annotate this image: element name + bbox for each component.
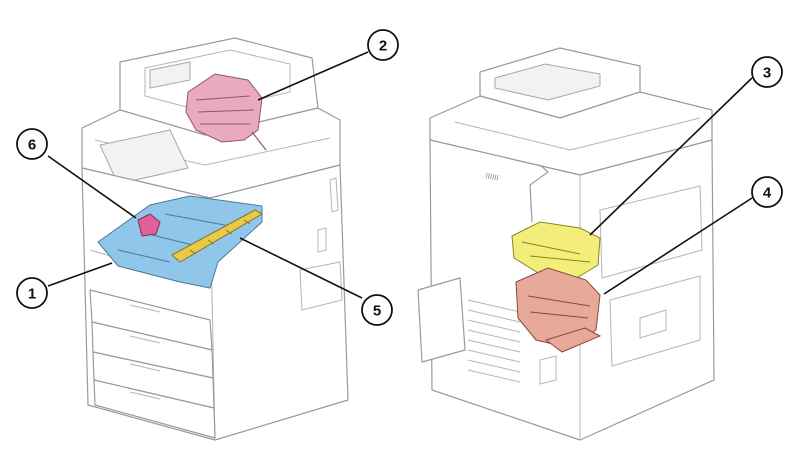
leader-line-4 xyxy=(603,197,753,295)
left-paper-tray-4 xyxy=(93,379,216,439)
callout-leader-lines xyxy=(47,51,753,299)
right-rear-box xyxy=(417,277,466,363)
part-4-salmon xyxy=(515,267,602,353)
callout-label: 3 xyxy=(763,65,771,82)
callout-2: 2 xyxy=(367,29,399,61)
part-5-gold xyxy=(171,209,263,263)
callout-3: 3 xyxy=(751,56,783,88)
leader-line-3 xyxy=(589,77,753,236)
callout-4: 4 xyxy=(751,176,783,208)
part-2-shape xyxy=(185,73,263,143)
part-6-magenta xyxy=(137,213,161,237)
rear-panel-text: IIIIII xyxy=(485,171,500,183)
leader-line-6 xyxy=(47,155,137,219)
leader-line-1 xyxy=(47,262,113,287)
part-4-base xyxy=(544,327,602,353)
part-4-shape xyxy=(515,267,601,349)
leader-line-2 xyxy=(257,51,369,101)
leader-line-5 xyxy=(239,237,363,299)
callout-1: 1 xyxy=(16,277,48,309)
part-6-shape xyxy=(137,213,161,237)
callout-label: 5 xyxy=(373,303,381,320)
callout-6: 6 xyxy=(16,128,48,160)
part-3-shape xyxy=(511,221,601,283)
part-3-yellow xyxy=(511,221,601,283)
left-control-panel xyxy=(99,129,189,185)
right-vent-grille xyxy=(467,299,521,383)
part-2-pink xyxy=(185,73,267,151)
part-5-shape xyxy=(171,209,263,263)
callout-5: 5 xyxy=(361,294,393,326)
callout-label: 4 xyxy=(763,185,772,202)
callout-label: 2 xyxy=(379,38,387,55)
callout-label: 1 xyxy=(28,286,36,303)
callout-label: 6 xyxy=(28,137,36,154)
